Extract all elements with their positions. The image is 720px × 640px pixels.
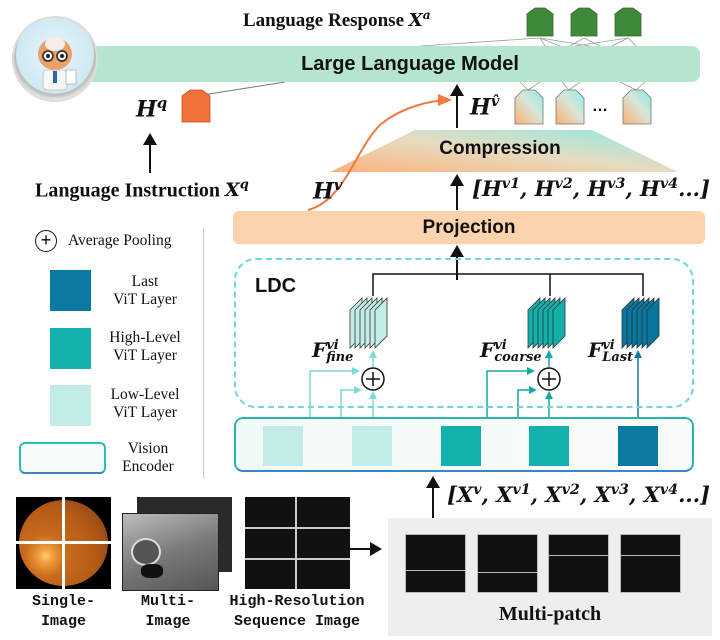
- patch-4: [620, 534, 681, 593]
- llama-doctor-logo: [12, 16, 98, 102]
- response-label: Language Response Xa: [243, 8, 431, 31]
- ldc-merge-lines: [372, 273, 644, 296]
- legend-swatch-encoder: [19, 442, 106, 474]
- compression-label: Compression: [439, 138, 561, 159]
- compressed-token: [514, 89, 544, 125]
- feature-stack-coarse: [527, 297, 566, 349]
- projection-block: [233, 211, 705, 244]
- legend-swatch-low: [50, 385, 91, 426]
- response-tokens: [526, 7, 642, 37]
- projection-label: Projection: [422, 217, 516, 238]
- caption-multi-image: Multi-Image: [140, 593, 195, 630]
- compressed-connections: [519, 81, 646, 91]
- vit-layer-low-2: [352, 426, 392, 466]
- response-token: [526, 7, 554, 37]
- instruction-label: Language Instruction Xq: [35, 178, 249, 202]
- patch-3: [548, 534, 609, 593]
- llm-block: [60, 46, 700, 82]
- vit-layer-high-2: [529, 426, 569, 466]
- vit-layer-last: [618, 426, 658, 466]
- response-token: [570, 7, 598, 37]
- sequence-image-grid: [245, 497, 350, 589]
- patch-1: [405, 534, 466, 593]
- feature-map-slice: [646, 297, 660, 349]
- legend-pooling-label: Average Pooling: [68, 232, 172, 249]
- query-token: [181, 89, 211, 123]
- feature-map-slice: [374, 297, 388, 349]
- query-embedding-label: Hq: [136, 94, 168, 123]
- fundus-image: [16, 497, 111, 589]
- legend-divider: [203, 228, 204, 478]
- legend-swatch-high: [50, 328, 91, 369]
- multipatch-label: Multi-patch: [498, 603, 602, 625]
- patch-2: [477, 534, 538, 593]
- feature-stack-last: [621, 297, 660, 349]
- patch-embedding-list: [Hv1, Hv2, Hv3, Hv4...]: [472, 176, 710, 201]
- ct-image-front: [122, 513, 219, 591]
- vit-layer-high-1: [441, 426, 481, 466]
- compressed-token: [622, 89, 652, 125]
- ldc-label: LDC: [255, 275, 297, 297]
- compressed-embedding-label: Hv̂: [470, 92, 500, 121]
- query-connection: [195, 81, 286, 97]
- response-token: [614, 7, 642, 37]
- ldc-module: [234, 258, 694, 408]
- visual-embedding-label: Hv: [313, 176, 343, 205]
- pooling-coarse: [537, 367, 561, 391]
- compressed-ellipsis: …: [592, 98, 608, 115]
- pooling-fine: [361, 367, 385, 391]
- compressed-token: [555, 89, 585, 125]
- input-patch-list: [Xv, Xv1, Xv2, Xv3, Xv4...]: [447, 482, 710, 507]
- hv-bypass-arrow: [307, 94, 452, 211]
- caption-single-image: Single-Image: [31, 593, 95, 630]
- vit-layer-low-1: [263, 426, 303, 466]
- llm-label: Large Language Model: [301, 53, 519, 75]
- llama-mascot-icon: [38, 37, 77, 91]
- feature-stack-fine: [349, 297, 388, 349]
- response-connections: [419, 37, 637, 47]
- pooling-icon: +: [35, 230, 57, 252]
- feature-map-slice: [552, 297, 566, 349]
- compression-trapezoid: [330, 130, 678, 172]
- compressed-tokens: [514, 89, 652, 125]
- legend-swatch-last: [50, 270, 91, 311]
